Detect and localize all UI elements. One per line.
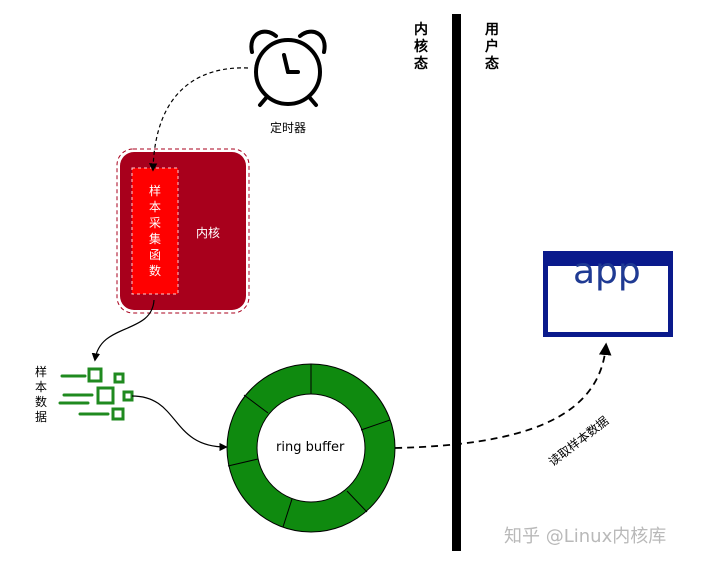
watermark: 知乎 @Linux内核库 bbox=[504, 526, 667, 547]
kernel-mode-label: 内核态 bbox=[414, 22, 428, 72]
data-to-ring-edge bbox=[131, 395, 228, 452]
ring-buffer-label: ring buffer bbox=[276, 440, 345, 455]
sample-function-label: 样本采集函数 bbox=[148, 184, 161, 278]
ring-buffer bbox=[226, 363, 396, 533]
timer-to-sample-edge bbox=[148, 67, 249, 172]
app-window-body bbox=[548, 266, 668, 332]
alarm-clock-icon bbox=[249, 29, 327, 107]
kernel-label: 内核 bbox=[196, 226, 221, 240]
sample-data-label: 样本数据 bbox=[34, 365, 47, 424]
mode-divider bbox=[452, 14, 461, 551]
data-blocks-icon bbox=[58, 367, 134, 421]
sample-function-box bbox=[131, 167, 179, 295]
ring-to-app-edge bbox=[394, 342, 612, 449]
app-label: app bbox=[573, 251, 641, 292]
kernel-to-data-edge bbox=[91, 299, 155, 362]
kernel-box-outline bbox=[116, 148, 250, 314]
user-mode-label: 用户态 bbox=[485, 22, 499, 72]
timer-label: 定时器 bbox=[270, 121, 307, 135]
